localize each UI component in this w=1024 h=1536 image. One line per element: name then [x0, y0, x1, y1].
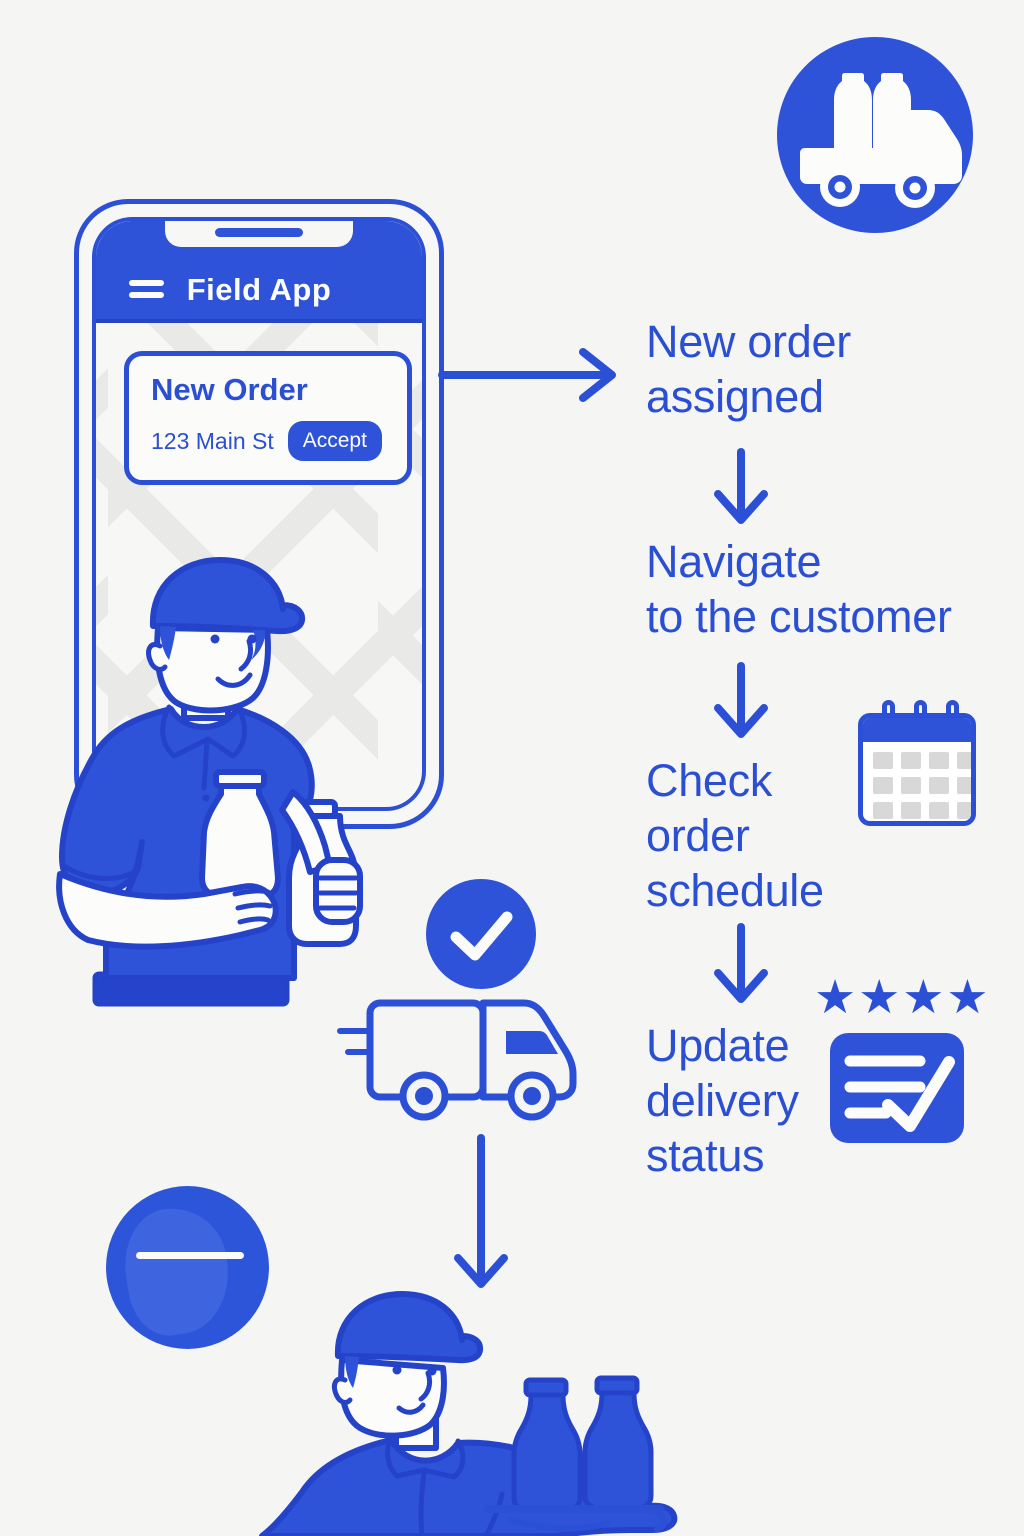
order-card-row: 123 Main St Accept — [151, 421, 407, 461]
milk-truck-badge — [777, 37, 973, 233]
arrow-down-icon — [714, 662, 768, 738]
flow-step-update-status: Update delivery status — [646, 1020, 799, 1181]
circle-highlight-blob — [117, 1201, 237, 1341]
delivery-van-icon — [337, 999, 577, 1121]
flow-step-new-order-assigned: New order assigned — [646, 316, 851, 422]
app-title: Field App — [186, 272, 332, 307]
accept-button[interactable]: Accept — [287, 421, 382, 461]
order-address: 123 Main St — [151, 427, 274, 454]
order-card-title: New Order — [151, 372, 308, 407]
speaker-slot-icon — [215, 228, 303, 237]
arrow-right-icon — [438, 348, 616, 402]
milkman-illustration — [56, 557, 363, 1007]
flow-step-check-schedule: Check order schedule — [646, 755, 824, 916]
hamburger-menu-icon[interactable] — [129, 280, 164, 304]
decorative-circle — [106, 1186, 269, 1349]
rating-stars: ★★★★ — [814, 970, 991, 1025]
phone-screen: Field App New Order 123 Main St Accept — [92, 217, 426, 811]
calendar-icon — [858, 700, 976, 826]
order-card: New Order 123 Main St Accept — [124, 351, 412, 485]
circle-highlight-line — [136, 1252, 244, 1259]
phone-notch — [165, 221, 353, 247]
arrow-down-icon — [454, 1134, 508, 1288]
arrow-down-icon — [714, 448, 768, 524]
milkman-tray-illustration — [259, 1291, 678, 1536]
flow-step-navigate: Navigate to the customer — [646, 536, 952, 642]
checklist-icon — [830, 1033, 964, 1143]
milk-truck-icon — [777, 37, 973, 233]
arrow-down-icon — [714, 923, 768, 1003]
check-circle-icon — [426, 879, 536, 989]
